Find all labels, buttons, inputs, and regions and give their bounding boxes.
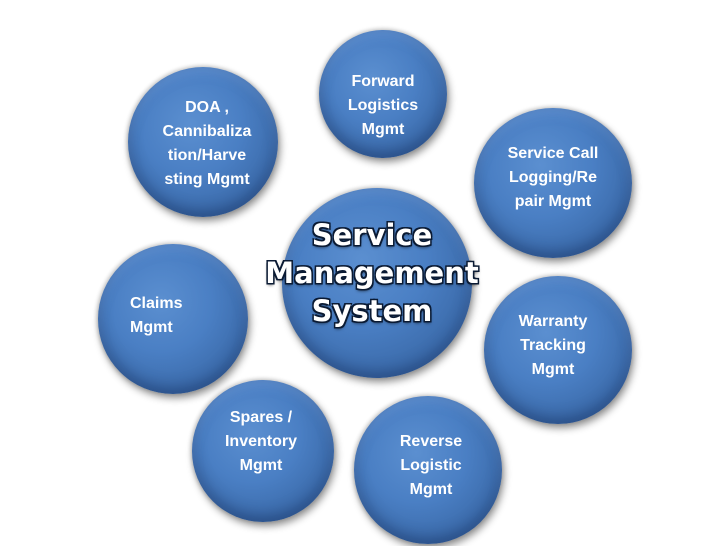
node-forward-logistics <box>319 30 447 158</box>
node-reverse-logistic-label: Reverse Logistic Mgmt <box>399 433 463 498</box>
node-doa-cannibalization <box>128 67 278 217</box>
node-service-call <box>474 108 632 258</box>
node-forward-logistics-label: Forward Logistics Mgmt <box>347 73 419 138</box>
node-warranty-tracking <box>484 276 632 424</box>
node-claims-label: Claims Mgmt <box>130 295 183 336</box>
node-reverse-logistic <box>354 396 502 544</box>
node-warranty-tracking-label: Warranty Tracking Mgmt <box>518 313 588 378</box>
center-title: Service Management System <box>265 218 479 328</box>
node-claims <box>98 244 248 394</box>
node-doa-cannibalization-label: DOA , Cannibaliza tion/Harve sting Mgmt <box>162 99 252 188</box>
node-spares-inventory <box>192 380 334 522</box>
node-service-call-label: Service Call Logging/Re pair Mgmt <box>507 145 599 210</box>
node-service-management-system <box>282 188 472 378</box>
node-spares-inventory-label: Spares / Inventory Mgmt <box>224 409 297 474</box>
